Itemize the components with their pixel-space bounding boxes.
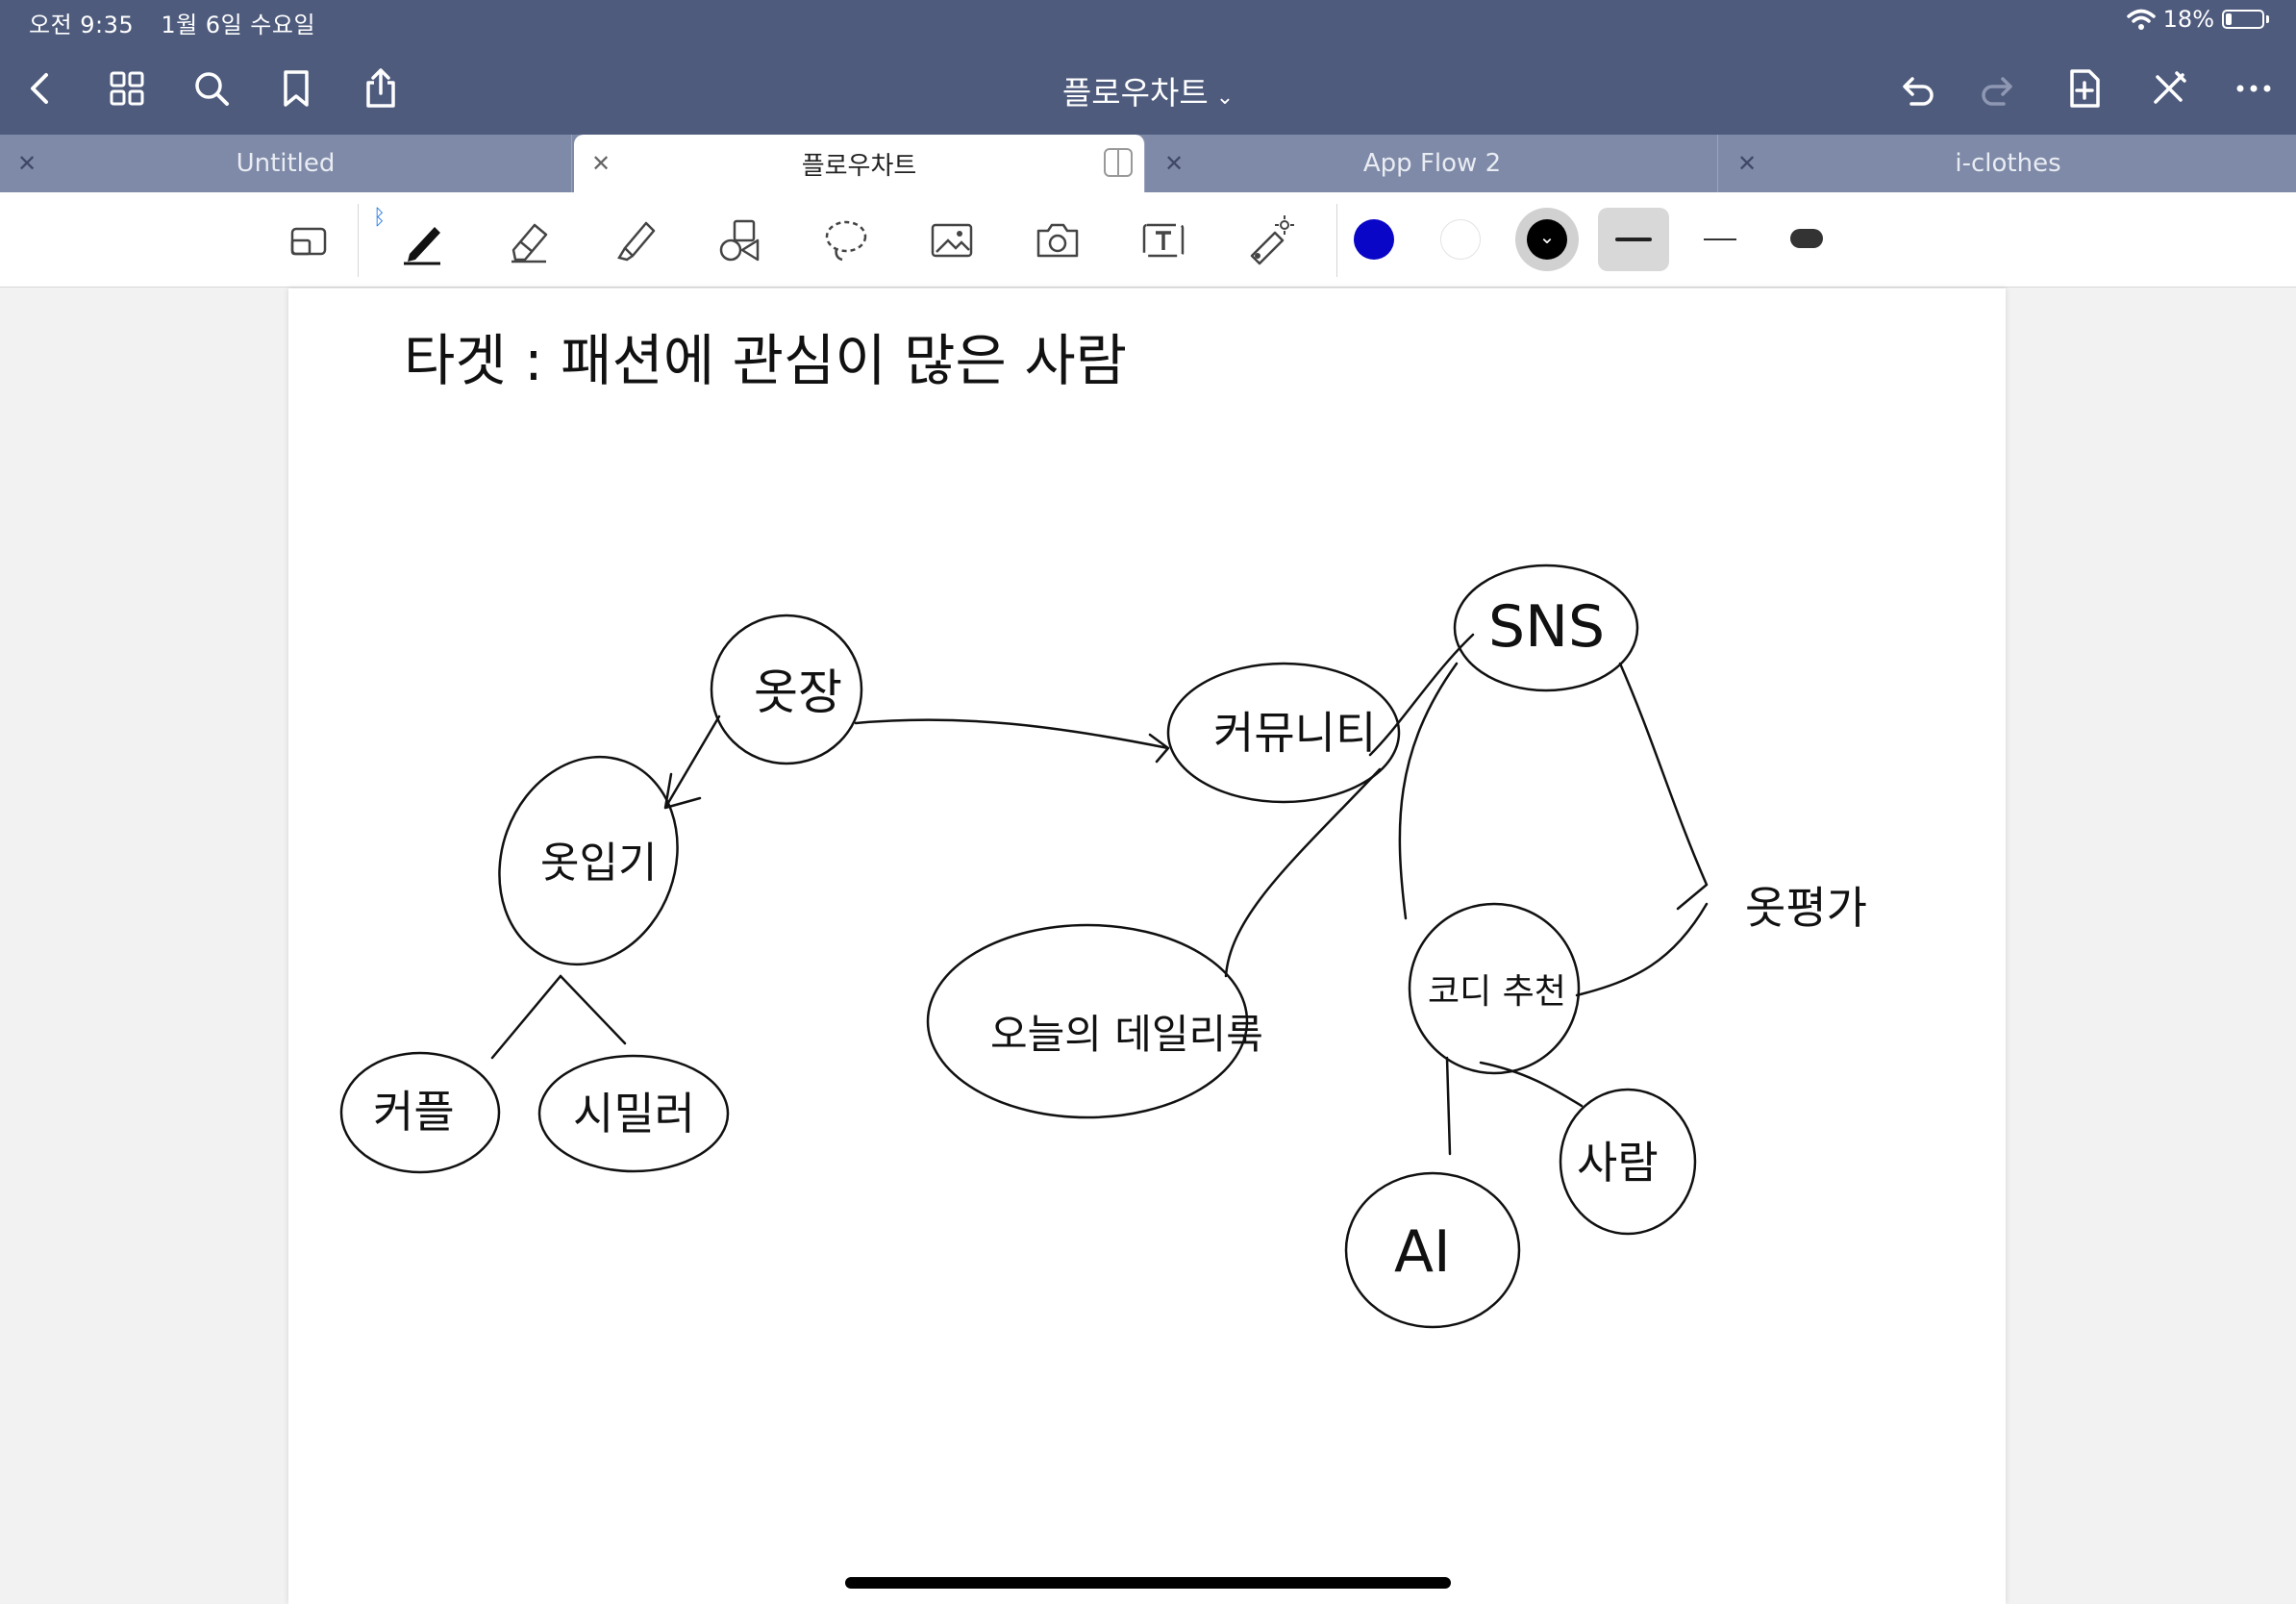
- label-community: 커뮤니티: [1213, 707, 1376, 759]
- tab-untitled[interactable]: ✕ Untitled: [0, 135, 572, 192]
- label-closet: 옷장: [754, 664, 842, 720]
- highlighter-icon[interactable]: [606, 212, 663, 269]
- label-outfit: 옷입기: [540, 839, 657, 888]
- status-date: 1월 6일 수요일: [161, 12, 316, 38]
- edge-sns-community: [1368, 633, 1475, 757]
- tab-flowchart[interactable]: ✕ 플로우차트: [574, 135, 1145, 192]
- node-sns-outline: [1453, 564, 1639, 692]
- chevron-down-icon: ⌄: [1215, 86, 1235, 110]
- label-coordi: 코디 추천: [1428, 972, 1566, 1012]
- split-view-icon[interactable]: [1104, 148, 1133, 177]
- stroke-thinner[interactable]: [1685, 208, 1756, 271]
- camera-icon[interactable]: [1029, 212, 1086, 269]
- text-icon[interactable]: [1135, 212, 1192, 269]
- laser-pointer-icon[interactable]: [1240, 212, 1298, 269]
- home-indicator[interactable]: [845, 1577, 1451, 1589]
- edge-coordi-eval: [1575, 902, 1709, 997]
- status-time: 오전 9:35: [29, 12, 135, 38]
- chevron-down-icon: ⌄: [1538, 225, 1556, 248]
- label-similar: 시밀러: [573, 1088, 695, 1140]
- tab-label: 플로우차트: [801, 152, 917, 181]
- more-icon[interactable]: [2227, 62, 2281, 115]
- close-icon[interactable]: ✕: [1164, 150, 1185, 177]
- battery-percent: 18%: [2162, 6, 2214, 33]
- edge-closet-community: [854, 718, 1170, 764]
- node-ai-outline: [1344, 1171, 1521, 1329]
- node-similar-outline: [537, 1054, 730, 1173]
- edge-sns-eval: [1618, 662, 1709, 911]
- node-community-outline: [1166, 662, 1401, 804]
- wifi-icon: [2126, 9, 2156, 30]
- zoom-window-icon[interactable]: [281, 212, 338, 269]
- back-icon[interactable]: [13, 62, 67, 115]
- search-icon[interactable]: [185, 62, 238, 115]
- tab-label: App Flow 2: [1362, 149, 1502, 178]
- edge-closet-outfit: [663, 714, 721, 810]
- node-outfit-outline: [498, 755, 679, 966]
- edge-outfit-similar: [559, 974, 627, 1045]
- status-bar-left: 오전 9:35 1월 6일 수요일: [29, 6, 335, 39]
- node-coordi-outline: [1408, 902, 1581, 1075]
- redo-icon[interactable]: [1973, 62, 2027, 115]
- grid-icon[interactable]: [100, 62, 154, 115]
- toolbar-divider: [1336, 204, 1337, 277]
- tab-app-flow-2[interactable]: ✕ App Flow 2: [1147, 135, 1718, 192]
- top-bar: 오전 9:35 1월 6일 수요일 18% 플로우차트⌄: [0, 0, 2296, 135]
- share-icon[interactable]: [354, 62, 408, 115]
- edge-sns-coordi: [1398, 662, 1459, 920]
- stroke-thick[interactable]: [1773, 208, 1844, 271]
- lasso-icon[interactable]: [817, 212, 875, 269]
- add-page-icon[interactable]: [2058, 62, 2111, 115]
- label-couple: 커플: [373, 1086, 455, 1138]
- pen-icon[interactable]: [394, 212, 452, 269]
- node-daily-look-outline: [926, 923, 1249, 1119]
- document-title[interactable]: 플로우차트⌄: [0, 67, 2296, 113]
- color-swatch-black: ⌄: [1527, 219, 1567, 260]
- stroke-thin-selected[interactable]: [1598, 208, 1669, 271]
- edge-outfit-couple: [490, 974, 562, 1060]
- note-page[interactable]: 타겟 : 패션에 관심이 많은 사람 옷장 옷입기 커플 시밀러 커뮤니티 SN…: [288, 288, 2006, 1604]
- close-edit-icon[interactable]: [2142, 62, 2196, 115]
- tab-i-clothes[interactable]: ✕ i-clothes: [1720, 135, 2296, 192]
- close-icon[interactable]: ✕: [17, 150, 37, 177]
- tab-bar: ✕ Untitled ✕ 플로우차트 ✕ App Flow 2 ✕ i-clot…: [0, 135, 2296, 192]
- canvas-heading: 타겟 : 패션에 관심이 많은 사람: [404, 328, 1127, 393]
- edge-coordi-person: [1479, 1061, 1584, 1108]
- close-icon[interactable]: ✕: [591, 150, 611, 177]
- battery-icon: [2222, 10, 2264, 29]
- image-icon[interactable]: [923, 212, 981, 269]
- node-person-outline: [1559, 1088, 1697, 1236]
- status-bar-right: 18%: [2126, 6, 2269, 33]
- label-daily-look: 오늘의 데일리룩: [990, 1011, 1263, 1058]
- close-icon[interactable]: ✕: [1737, 150, 1758, 177]
- edge-coordi-ai: [1445, 1056, 1452, 1156]
- bookmark-icon[interactable]: [269, 62, 323, 115]
- drawing-toolbar: ᛒ ⌄: [0, 192, 2296, 288]
- eraser-icon[interactable]: [500, 212, 558, 269]
- tab-label: i-clothes: [1955, 149, 2061, 178]
- color-swatch-black-selected[interactable]: ⌄: [1515, 208, 1579, 271]
- label-fashion-eval: 옷평가: [1745, 882, 1867, 934]
- node-closet-outline: [710, 614, 863, 765]
- color-swatch-white[interactable]: [1440, 219, 1481, 260]
- toolbar-divider: [358, 204, 359, 277]
- flowchart-drawing: 타겟 : 패션에 관심이 많은 사람 옷장 옷입기 커플 시밀러 커뮤니티 SN…: [339, 328, 1867, 1329]
- node-couple-outline: [339, 1051, 501, 1174]
- label-person: 사람: [1577, 1137, 1659, 1189]
- label-sns: SNS: [1488, 593, 1605, 661]
- undo-icon[interactable]: [1888, 62, 1942, 115]
- label-ai: AI: [1394, 1218, 1451, 1286]
- shapes-icon[interactable]: [711, 212, 769, 269]
- bluetooth-icon: ᛒ: [373, 206, 387, 230]
- edge-community-daily: [1224, 767, 1382, 978]
- document-title-text: 플로우차트: [1061, 74, 1209, 112]
- tab-label: Untitled: [236, 149, 336, 178]
- color-swatch-blue[interactable]: [1354, 219, 1394, 260]
